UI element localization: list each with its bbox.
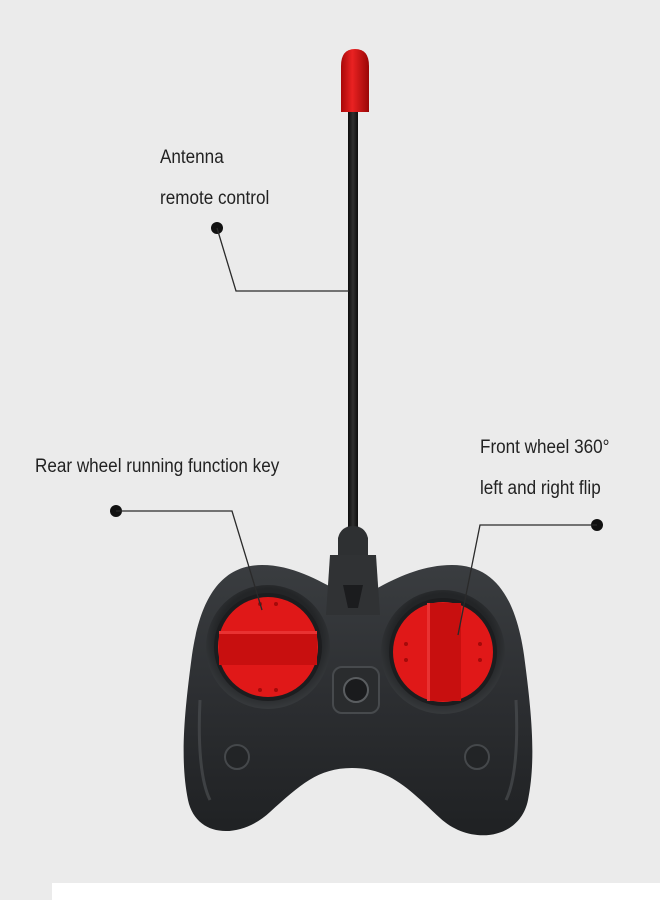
front-wheel-sublabel: left and right flip — [480, 478, 601, 499]
antenna-label: Antenna — [160, 147, 224, 168]
callout-leader-rear-wheel — [110, 505, 263, 611]
antenna — [338, 49, 369, 560]
bottom-white-strip — [52, 883, 660, 900]
shell-highlight-right — [504, 699, 519, 801]
front-wheel-button-bar — [427, 603, 461, 701]
grip-button-left — [224, 744, 250, 770]
antenna-base — [338, 526, 368, 560]
front-wheel-button — [381, 590, 505, 714]
rear-wheel-button-bar — [219, 631, 317, 665]
center-button — [332, 666, 380, 714]
antenna-rod — [348, 110, 358, 535]
rear-wheel-label: Rear wheel running function key — [35, 456, 280, 477]
front-wheel-label: Front wheel 360° — [480, 437, 610, 458]
antenna-sublabel: remote control — [160, 188, 270, 209]
grip-button-right — [464, 744, 490, 770]
rear-wheel-button — [206, 585, 330, 709]
callout-leader-antenna — [211, 222, 349, 292]
shell-highlight — [197, 699, 212, 801]
antenna-tip — [341, 49, 369, 112]
neck-vent — [343, 585, 363, 608]
callout-leader-front-wheel — [457, 519, 603, 636]
